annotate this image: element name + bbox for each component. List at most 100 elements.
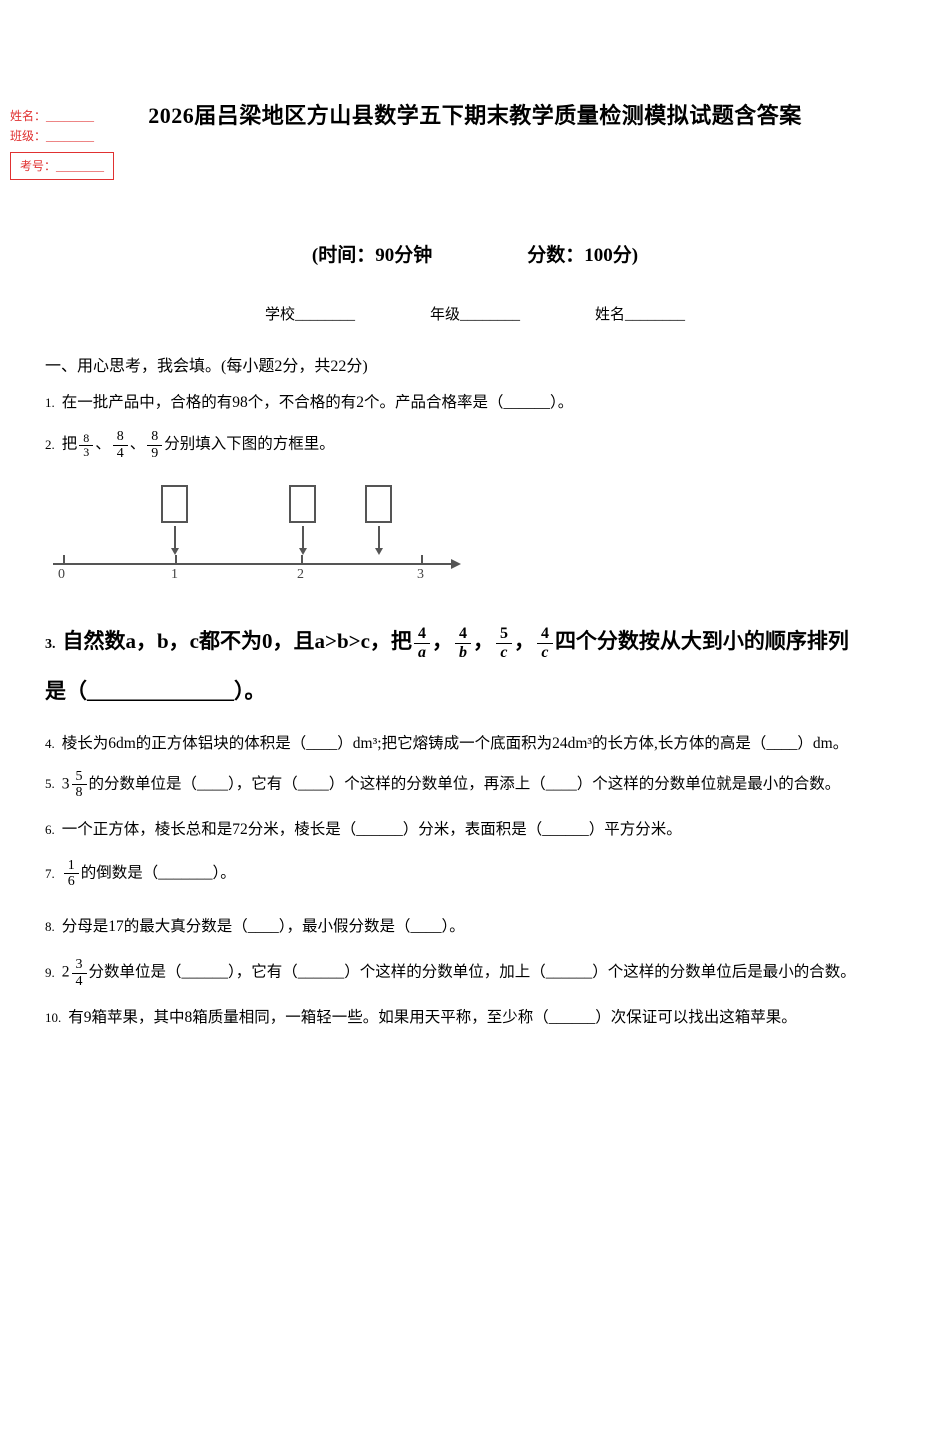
tick-2	[301, 555, 303, 565]
fraction-denominator: 4	[116, 445, 124, 461]
question-9-number: 9.	[45, 964, 55, 980]
student-fields: 学校________ 年级________ 姓名________	[0, 303, 950, 324]
fraction-numerator: 8	[79, 431, 94, 446]
question-8: 8. 分母是17的最大真分数是（____），最小假分数是（____）。	[45, 912, 902, 941]
fraction-numerator: 5	[71, 769, 87, 786]
separator: ，	[513, 629, 535, 654]
fraction-denominator: a	[417, 643, 426, 661]
question-2-number: 2.	[45, 436, 55, 452]
question-5-text: 的分数单位是（____），它有（____）个这样的分数单位，再添上（____）个…	[88, 775, 841, 793]
fraction-denominator: 6	[67, 874, 75, 890]
fraction-numerator: 4	[454, 625, 471, 644]
exam-meta: (时间：90分钟 分数：100分)	[0, 240, 950, 267]
answer-box-2	[289, 485, 316, 524]
question-1-text: 在一批产品中，合格的有98个，不合格的有2个。产品合格率是（______）。	[61, 394, 574, 411]
time-label: (时间：90分钟	[311, 245, 433, 266]
question-8-number: 8.	[45, 918, 55, 934]
tick-0	[63, 555, 65, 565]
tick-label-0: 0	[58, 567, 65, 583]
section-1-heading: 一、用心思考，我会填。(每小题2分，共22分)	[45, 358, 368, 375]
fraction-numerator: 5	[495, 625, 512, 644]
fraction-numerator: 3	[71, 957, 87, 974]
tick-label-2: 2	[297, 567, 304, 583]
fraction-denominator: 3	[83, 444, 90, 459]
fraction-numerator: 1	[63, 858, 79, 875]
number-line-diagram: 0 1 2 3	[53, 483, 493, 593]
fraction-denominator: 8	[75, 785, 83, 801]
fraction-denominator: 9	[151, 445, 159, 461]
page-title: 2026届吕梁地区方山县数学五下期末教学质量检测模拟试题含答案	[148, 103, 802, 128]
question-5-integer: 3	[61, 775, 70, 793]
question-3-number: 3.	[45, 637, 56, 653]
question-4-text: 棱长为6dm的正方体铝块的体积是（____）dm³;把它熔铸成一个底面积为24d…	[61, 735, 849, 753]
fraction-numerator: 4	[413, 625, 430, 644]
tick-label-1: 1	[171, 567, 178, 583]
question-10: 10. 有9箱苹果，其中8箱质量相同，一箱轻一些。如果用天平称，至少称（_____…	[45, 1003, 902, 1032]
grade-field: 年级________	[429, 307, 520, 323]
question-7-number: 7.	[45, 865, 55, 881]
school-field: 学校________	[264, 307, 355, 323]
corner-exam-number-label: 考号：________	[20, 158, 105, 173]
question-10-number: 10.	[45, 1010, 62, 1026]
fraction-numerator: 8	[112, 429, 128, 446]
down-arrow-3	[375, 526, 383, 556]
question-2-pre: 把	[61, 435, 78, 453]
exam-body: 一、用心思考，我会填。(每小题2分，共22分) 1. 在一批产品中，合格的有98个…	[0, 352, 950, 1033]
question-3-part2: 四个分数按从大到小的顺序排列	[554, 629, 849, 654]
down-arrow-1	[171, 526, 179, 556]
answer-box-3	[365, 485, 392, 524]
question-6-text: 一个正方体，棱长总和是72分米，棱长是（______）分米，表面积是（_____…	[61, 820, 682, 838]
fraction-numerator: 4	[536, 625, 553, 644]
question-7-text: 的倒数是（_______）。	[80, 864, 236, 882]
tick-3	[421, 555, 423, 565]
question-9-text: 分数单位是（______），它有（______）个这样的分数单位，加上（____…	[88, 963, 856, 981]
corner-class-field: 班级：________	[10, 129, 95, 144]
tick-1	[175, 555, 177, 565]
separator: 、	[129, 435, 146, 453]
separator: 、	[95, 435, 111, 453]
fraction-numerator: 8	[147, 429, 163, 446]
tick-label-3: 3	[417, 567, 424, 583]
question-8-text: 分母是17的最大真分数是（____），最小假分数是（____）。	[61, 917, 465, 935]
separator: ，	[431, 629, 453, 654]
separator: ，	[472, 629, 494, 654]
question-9-integer: 2	[61, 963, 70, 981]
student-info-corner: 姓名：________ 班级：________ 考号：________	[10, 106, 115, 181]
question-3-part3: 是（______________）。	[45, 679, 266, 704]
corner-name-field: 姓名：________	[10, 109, 95, 123]
fraction-denominator: 4	[75, 973, 83, 989]
question-1: 1. 在一批产品中，合格的有98个，不合格的有2个。产品合格率是（______）。	[45, 388, 902, 417]
question-3-part1: 自然数a，b，c都不为0，且a>b>c，把	[62, 629, 412, 654]
question-6: 6. 一个正方体，棱长总和是72分米，棱长是（______）分米，表面积是（___…	[45, 815, 902, 844]
question-4: 4. 棱长为6dm的正方体铝块的体积是（____）dm³;把它熔铸成一个底面积为2…	[45, 729, 902, 758]
question-10-text: 有9箱苹果，其中8箱质量相同，一箱轻一些。如果用天平称，至少称（______）次…	[68, 1009, 797, 1027]
fraction-denominator: c	[541, 643, 549, 661]
question-5-number: 5.	[45, 776, 55, 792]
down-arrow-2	[299, 526, 307, 556]
question-2-post: 分别填入下图的方框里。	[164, 435, 335, 453]
corner-exam-number-box: 考号：________	[10, 151, 115, 181]
question-6-number: 6.	[45, 821, 55, 837]
fraction-denominator: c	[500, 643, 508, 661]
name-field: 姓名________	[595, 307, 686, 323]
score-label: 分数：100分)	[527, 245, 639, 266]
number-line-axis	[53, 559, 461, 570]
fraction-denominator: b	[458, 643, 467, 661]
question-4-number: 4.	[45, 736, 55, 752]
question-1-number: 1.	[45, 395, 55, 410]
